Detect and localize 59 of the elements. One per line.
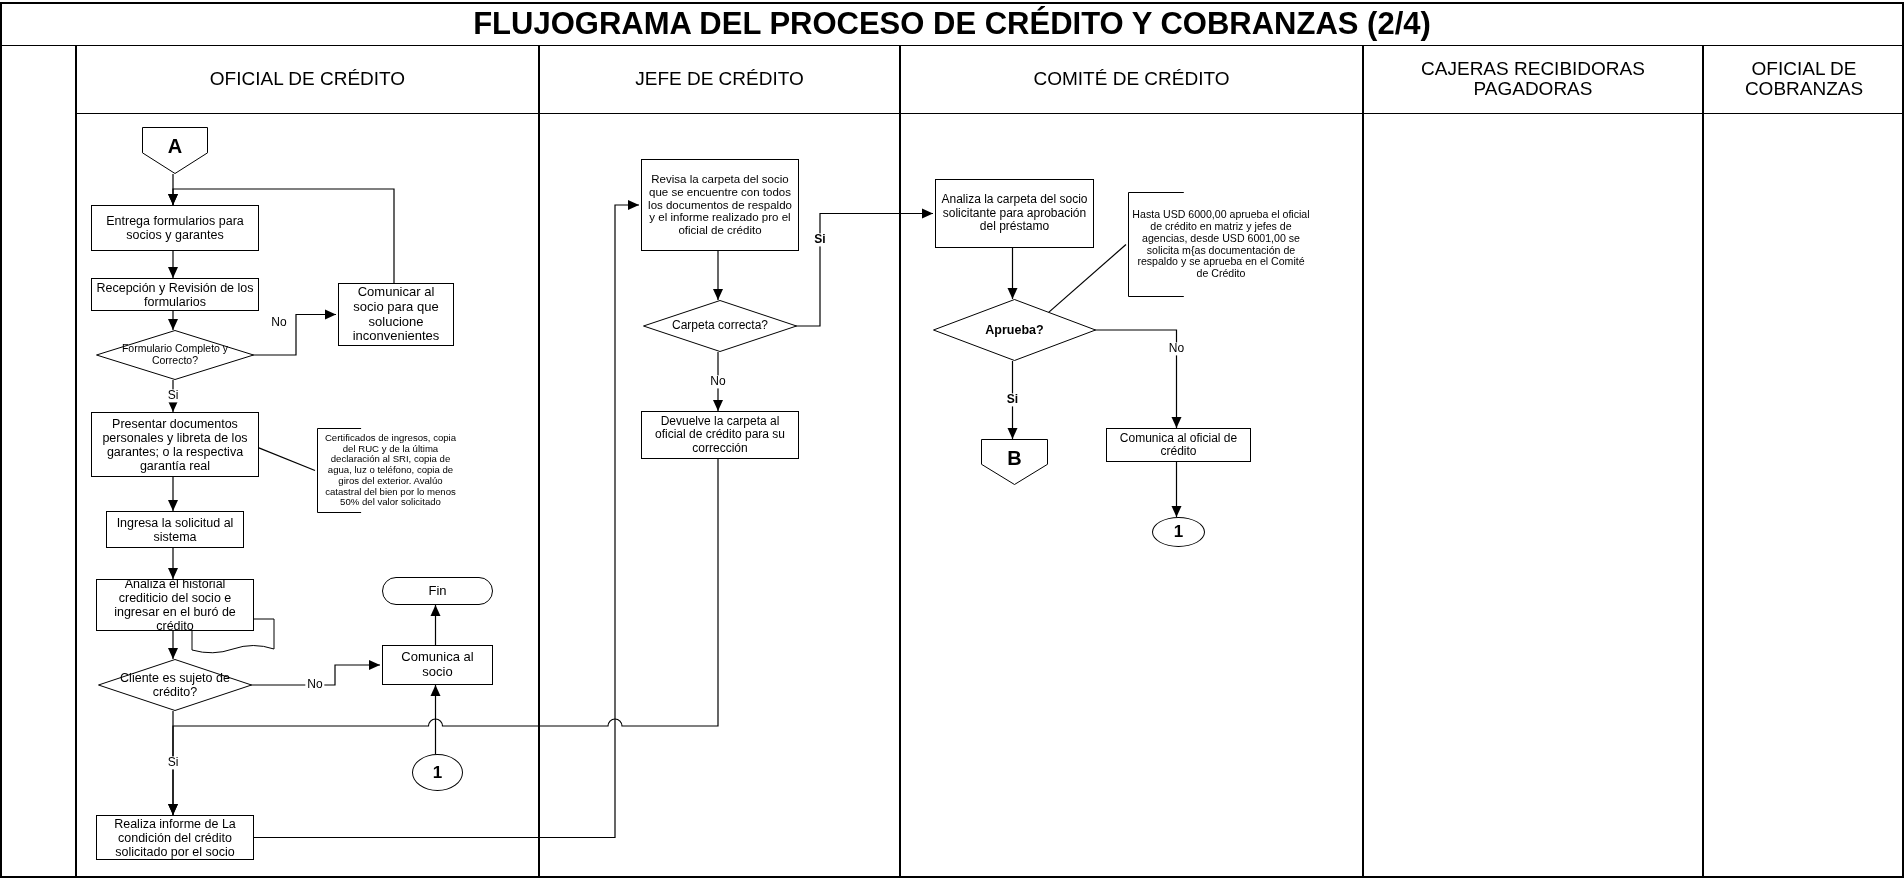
arrow (713, 250, 723, 301)
arrow (1007, 360, 1018, 440)
decision-diamond: Cliente es sujeto de crédito? (98, 659, 252, 711)
arrow (168, 250, 178, 279)
leader-line (1047, 243, 1127, 314)
edge-label: Si (812, 233, 828, 247)
process-box: Presentar documentos personales y libreta de los garantes; o la respectiva garantía real (91, 412, 259, 477)
lane-header: CAJERAS RECIBIDORAS PAGADORAS (1420, 59, 1646, 99)
connector-circle: 1 (1152, 517, 1205, 547)
process-box: Comunica al socio (382, 645, 493, 685)
arrow (251, 309, 337, 356)
swimlane (538, 45, 899, 877)
arrow (168, 630, 178, 660)
arrow (430, 604, 441, 646)
process-box: Entrega formularios para socios y garantes (91, 205, 259, 251)
decision-diamond: Carpeta correcta? (643, 300, 797, 352)
arrow (168, 476, 178, 512)
edge-label: Si (165, 756, 181, 770)
swimlane (75, 45, 538, 877)
leader-line (256, 446, 316, 472)
arrow (168, 310, 178, 331)
lane-header: OFICIAL DE COBRANZAS (1743, 59, 1865, 99)
swimlane (1362, 45, 1702, 877)
edge-label: No (708, 375, 728, 389)
arrow (168, 547, 178, 580)
offpage-connector: B (981, 439, 1048, 485)
lane-header: JEFE DE CRÉDITO (635, 69, 804, 89)
arrow (251, 200, 640, 839)
process-box: Ingresa la solicitud al sistema (106, 511, 244, 548)
edge-label: Si (165, 389, 181, 403)
arrow (713, 351, 723, 412)
edge-label: Si (1004, 393, 1021, 407)
arrow (1171, 461, 1182, 518)
lane-header: COMITÉ DE CRÉDITO (1033, 69, 1230, 89)
terminator: Fin (382, 577, 493, 605)
process-box: Analiza la carpeta del socio solicitante para aprobación del préstamo (935, 179, 1094, 248)
arrow (1007, 247, 1018, 300)
decision-diamond: Aprueba? (933, 299, 1096, 361)
decision-diamond: Formulario Completo y Correcto? (96, 330, 254, 380)
arrow (168, 188, 395, 284)
process-box: Recepción y Revisión de los formularios (91, 278, 259, 311)
arrow (249, 660, 381, 686)
connector-circle: 1 (412, 754, 463, 791)
arrow (430, 684, 441, 755)
process-box: Realiza informe de La condición del crédito solicitado por el socio (96, 815, 254, 860)
lane-header: OFICIAL DE CRÉDITO (209, 69, 406, 89)
swimlane (1702, 45, 1904, 877)
edge-label: No (1166, 342, 1187, 356)
arrow (794, 208, 934, 327)
swimlane (899, 45, 1362, 877)
offpage-connector: A (142, 127, 208, 174)
process-box: Revisa la carpeta del socio que se encuentre con todos los documentos de respaldo y el informe realizado pro el oficial de crédito (641, 159, 799, 251)
arrow (168, 458, 719, 816)
document-box: Analiza el historial crediticio del socio e ingresar en el buró de crédito (96, 579, 254, 631)
title: FLUJOGRAMA DEL PROCESO DE CRÉDITO Y COBRANZAS (2/4) (472, 5, 1432, 43)
process-box: Devuelve la carpeta al oficial de crédito para su corrección (641, 411, 799, 459)
process-box: Comunica al oficial de crédito (1106, 428, 1251, 462)
arrow (1093, 329, 1182, 429)
process-box: Comunicar al socio para que solucione inconvenientes (338, 283, 454, 346)
